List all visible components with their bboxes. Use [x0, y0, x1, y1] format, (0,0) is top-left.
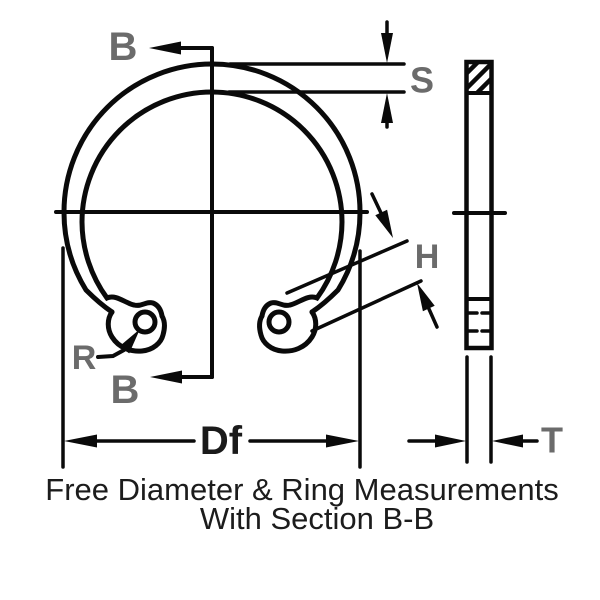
label-r: R — [72, 339, 97, 377]
caption-line-1: Free Diameter & Ring Measurements — [45, 472, 558, 507]
df-arrowhead-right-icon — [326, 434, 359, 448]
left-lug-hole — [132, 309, 158, 335]
label-h: H — [415, 238, 440, 276]
r-leader-line — [96, 348, 126, 359]
ring-outer-edge-right — [209, 61, 363, 315]
df-dimension — [61, 246, 362, 469]
t-arrowhead-left-icon — [435, 434, 466, 448]
ring-side-view — [452, 59, 507, 351]
label-b-top: B — [109, 25, 138, 69]
ring-inner-edge-left — [79, 89, 215, 319]
centerlines — [54, 46, 369, 379]
h-arrow-lower-shaft — [427, 307, 439, 329]
section-hatch — [468, 63, 490, 92]
label-b-bottom: B — [111, 368, 140, 412]
left-lug — [105, 309, 167, 354]
h-extension-lower — [310, 279, 423, 333]
h-arrowhead-lower-icon — [417, 283, 435, 312]
label-s: S — [410, 60, 434, 101]
caption-line-2: With Section B-B — [200, 501, 434, 536]
ring-inner-edge-right — [209, 89, 345, 319]
b-arrowhead-bottom-icon — [150, 370, 182, 384]
df-arrowhead-left-icon — [64, 434, 97, 448]
ring-outer-edge-left — [61, 61, 215, 315]
s-dimension — [227, 20, 406, 129]
h-extension-upper — [285, 239, 409, 295]
r-leader — [96, 348, 126, 359]
t-dimension — [407, 355, 539, 464]
right-lug-hole — [266, 309, 292, 335]
label-t: T — [541, 420, 563, 461]
b-arrowhead-top-icon — [149, 41, 181, 55]
h-dimension — [285, 192, 439, 333]
s-arrowhead-bottom-icon — [381, 93, 393, 123]
s-arrowhead-top-icon — [381, 33, 393, 63]
label-df: Df — [200, 419, 243, 463]
r-arrowhead-icon — [119, 329, 140, 354]
h-arrowhead-upper-icon — [375, 209, 393, 238]
t-arrowhead-right-icon — [492, 434, 523, 448]
h-arrow-upper-shaft — [370, 192, 383, 215]
side-view-body — [464, 59, 494, 351]
